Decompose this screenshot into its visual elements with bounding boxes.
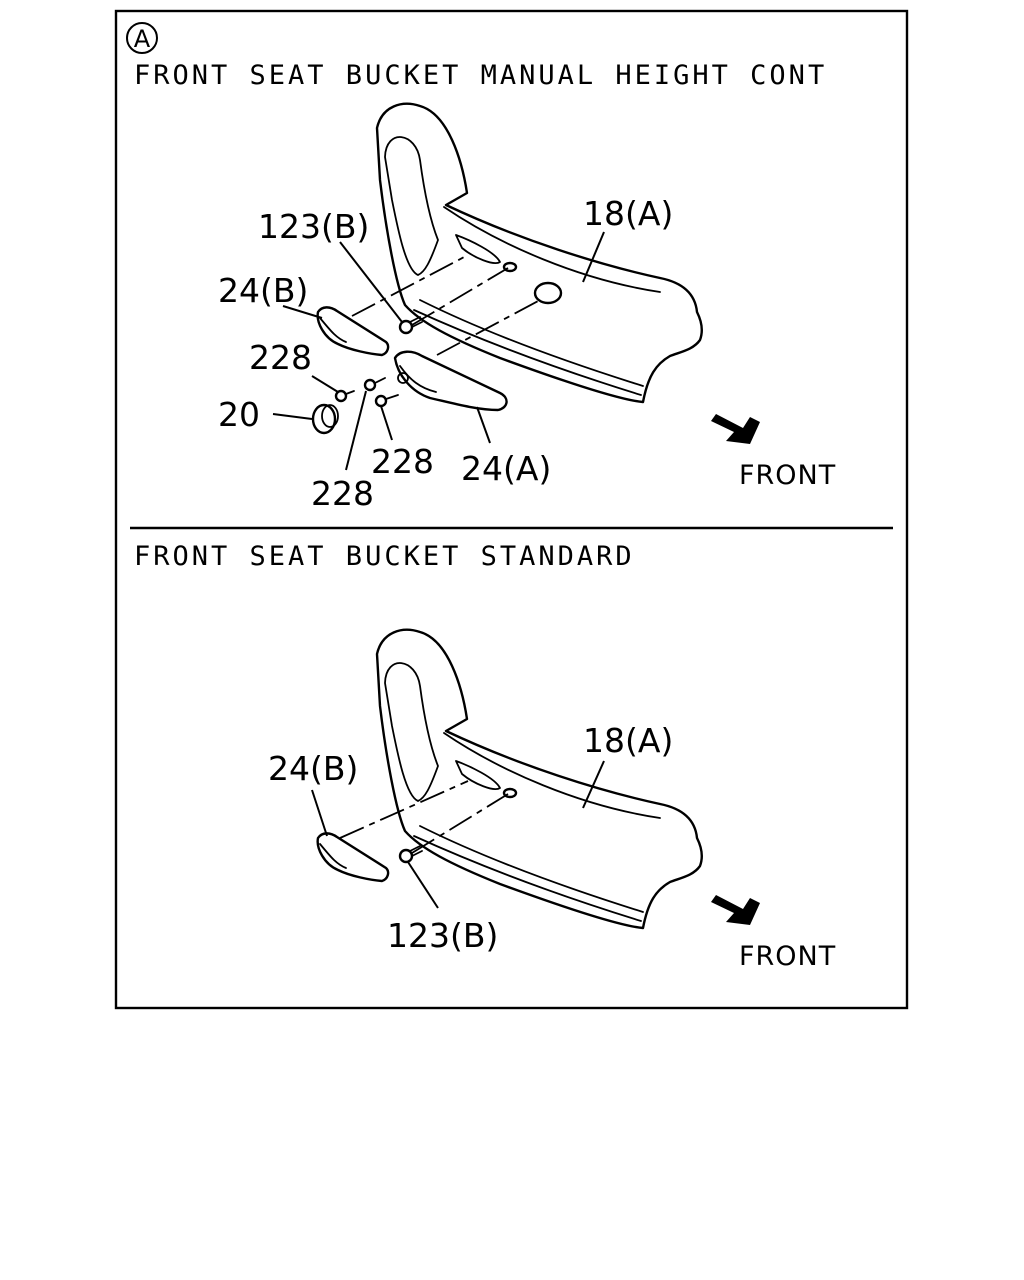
screw-228-right xyxy=(374,394,399,408)
seat-side-trim-18a-lower xyxy=(375,628,703,930)
front-arrow-icon-lower xyxy=(711,895,760,925)
screw-228-middle xyxy=(363,377,386,392)
callout-20: 20 xyxy=(218,395,260,434)
bottom-panel-title: FRONT SEAT BUCKET STANDARD xyxy=(134,541,635,572)
callout-18a-bottom: 18(A) xyxy=(583,721,673,760)
leader-lines-bottom xyxy=(311,760,605,909)
knob-24b-lower xyxy=(316,832,390,883)
callout-228-right: 228 xyxy=(371,442,434,481)
view-badge: A xyxy=(126,22,158,54)
top-panel-title: FRONT SEAT BUCKET MANUAL HEIGHT CONT xyxy=(134,60,827,91)
front-label-top: FRONT xyxy=(739,460,836,491)
callout-24b-bottom: 24(B) xyxy=(268,749,358,788)
assembly-lines-top xyxy=(351,254,541,356)
screw-123b-lower xyxy=(398,845,423,864)
screw-228-left xyxy=(334,389,355,403)
lever-24a xyxy=(393,350,508,412)
callout-228-upper: 228 xyxy=(249,338,312,377)
callout-24a: 24(A) xyxy=(461,449,551,488)
knob-24b xyxy=(316,306,390,357)
callout-18a-top: 18(A) xyxy=(583,194,673,233)
callout-123b-bottom: 123(B) xyxy=(387,916,498,955)
front-label-bottom: FRONT xyxy=(739,941,836,972)
callout-228-lower: 228 xyxy=(311,474,374,513)
screw-123b xyxy=(398,316,423,335)
leader-lines-top xyxy=(272,231,605,471)
diagram-frame xyxy=(114,9,909,1010)
view-badge-letter: A xyxy=(134,25,151,53)
assembly-lines-bottom xyxy=(339,780,509,854)
cap-20 xyxy=(311,403,339,435)
front-arrow-icon xyxy=(711,414,760,444)
callout-123b-top: 123(B) xyxy=(258,207,369,246)
callout-24b-top: 24(B) xyxy=(218,271,308,310)
